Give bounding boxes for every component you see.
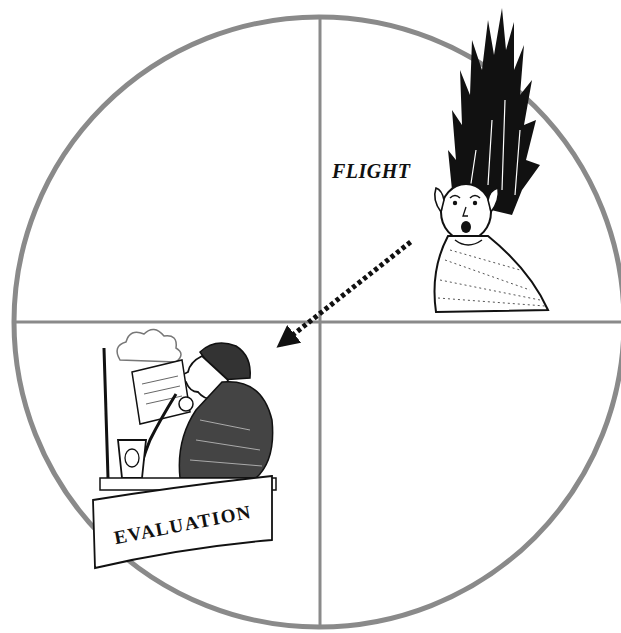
quadrant-line: [14, 321, 621, 324]
evaluation-panel: EVALUATION: [88, 335, 278, 570]
banner-text: EVALUATION: [112, 501, 254, 549]
dotted-arrow: [280, 242, 411, 345]
cycle-circle: [14, 17, 621, 627]
screaming-figure: [435, 8, 549, 312]
phase-name: FLIGHT: [332, 160, 442, 183]
banner: [93, 476, 272, 568]
phase-label: FLIGHT: [328, 156, 446, 240]
reading-man: [100, 329, 276, 490]
